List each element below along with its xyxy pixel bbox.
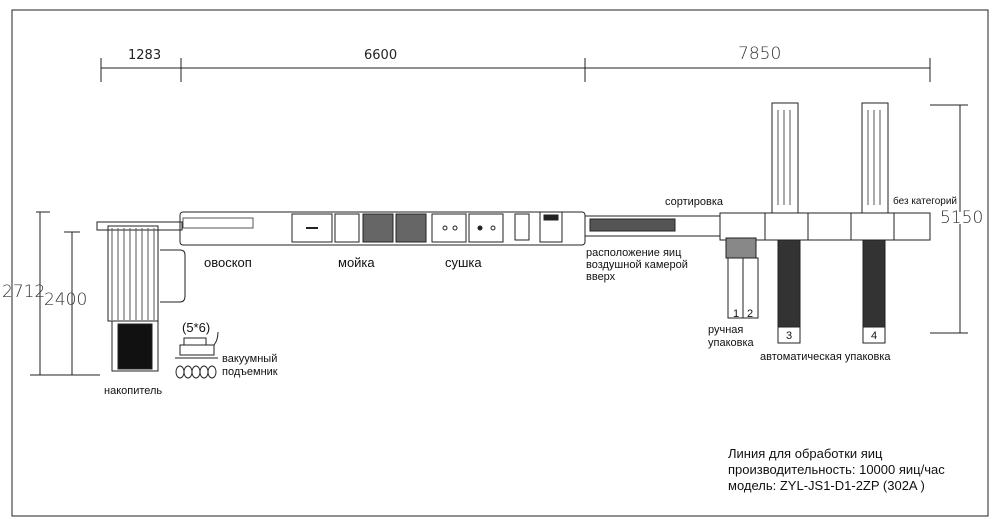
label-ovoscope: овоскоп <box>204 255 252 270</box>
label-no-category: без категорий <box>893 196 958 207</box>
label-drying: сушка <box>445 255 482 270</box>
dimension-2712: 2712 <box>2 282 46 302</box>
label-manual-packing-2: упаковка <box>708 337 754 349</box>
vacuum-lifter-icon <box>175 331 219 379</box>
top-dimension-line <box>100 58 931 82</box>
label-vacuum-lifter-2: подъемник <box>222 366 278 378</box>
station-1: 1 <box>733 308 740 320</box>
title-block: Линия для обработки яиц производительнос… <box>728 446 945 494</box>
label-accumulator: накопитель <box>104 385 163 397</box>
station-2: 2 <box>747 308 754 320</box>
dimension-2400: 2400 <box>44 290 88 310</box>
title-line-2: производительность: 10000 яиц/час <box>728 462 945 477</box>
label-vacuum-lifter-1: вакуумный <box>222 353 278 365</box>
title-line-1: Линия для обработки яиц <box>728 446 883 461</box>
label-washing: мойка <box>338 255 375 270</box>
accumulator-unit <box>96 221 186 372</box>
station-4: 4 <box>871 330 878 342</box>
label-sorting: сортировка <box>665 196 724 208</box>
sorting-section <box>584 102 931 344</box>
main-processing-line <box>179 211 586 246</box>
dimension-5150: 5150 <box>940 208 984 228</box>
label-auto-packing: автоматическая упаковка <box>760 351 891 363</box>
title-line-3: модель: ZYL-JS1-D1-2ZP (302A ) <box>728 478 925 493</box>
dimension-7850: 7850 <box>738 44 782 64</box>
label-air-cell-1: расположение яиц <box>586 247 682 259</box>
label-air-cell-2: воздушной камерой <box>586 259 688 271</box>
sheet-border <box>11 9 989 517</box>
label-air-cell-3: вверх <box>586 271 616 283</box>
label-manual-packing-1: ручная <box>708 324 744 336</box>
left-dimension-lines <box>30 211 100 376</box>
label-vacuum-grid: (5*6) <box>182 320 211 335</box>
station-3: 3 <box>786 330 793 342</box>
dimension-6600: 6600 <box>364 48 398 63</box>
dimension-1283: 1283 <box>128 48 162 63</box>
